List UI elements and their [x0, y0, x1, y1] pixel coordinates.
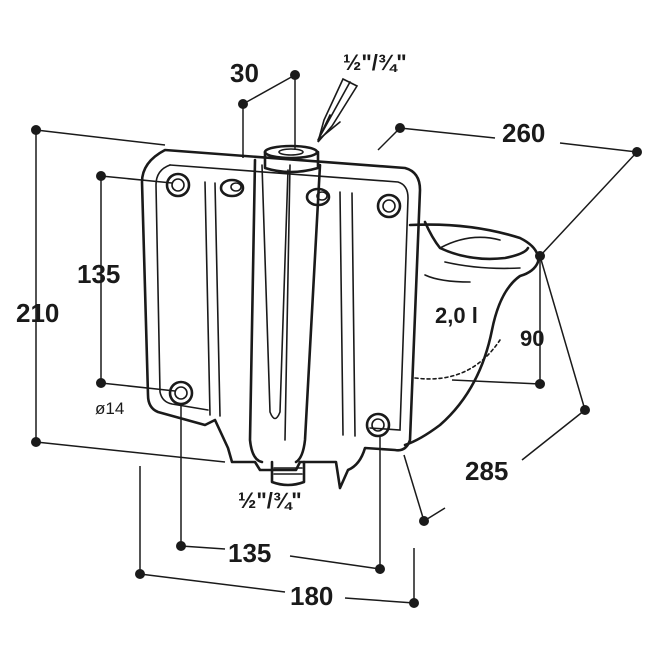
- mounting-hole-top-left: [165, 172, 191, 198]
- label-hole-diameter: ø14: [95, 399, 124, 418]
- label-30: 30: [230, 58, 259, 88]
- label-135-vertical: 135: [77, 259, 120, 289]
- label-pipe-bottom: ½"/¾": [238, 488, 302, 513]
- label-285: 285: [465, 456, 508, 486]
- mounting-hole-bottom-left: [168, 380, 194, 406]
- label-210: 210: [16, 298, 59, 328]
- mounting-hole-bottom-right: [365, 412, 391, 438]
- label-capacity: 2,0 l: [435, 303, 478, 328]
- dimension-lines: [31, 70, 642, 608]
- mounting-hole-top-right: [376, 193, 402, 219]
- bolt-right: [305, 187, 331, 207]
- label-180: 180: [290, 581, 333, 611]
- label-135-horizontal: 135: [228, 538, 271, 568]
- drinking-bowl-body: [140, 144, 540, 490]
- label-pipe-top: ½"/¾": [343, 50, 407, 75]
- bolt-left: [219, 178, 245, 198]
- label-260: 260: [502, 118, 545, 148]
- label-90: 90: [520, 326, 544, 351]
- dimension-labels: 30 ½"/¾" 260 135 210 2,0 l 90 ø14 285 ½"…: [16, 50, 545, 611]
